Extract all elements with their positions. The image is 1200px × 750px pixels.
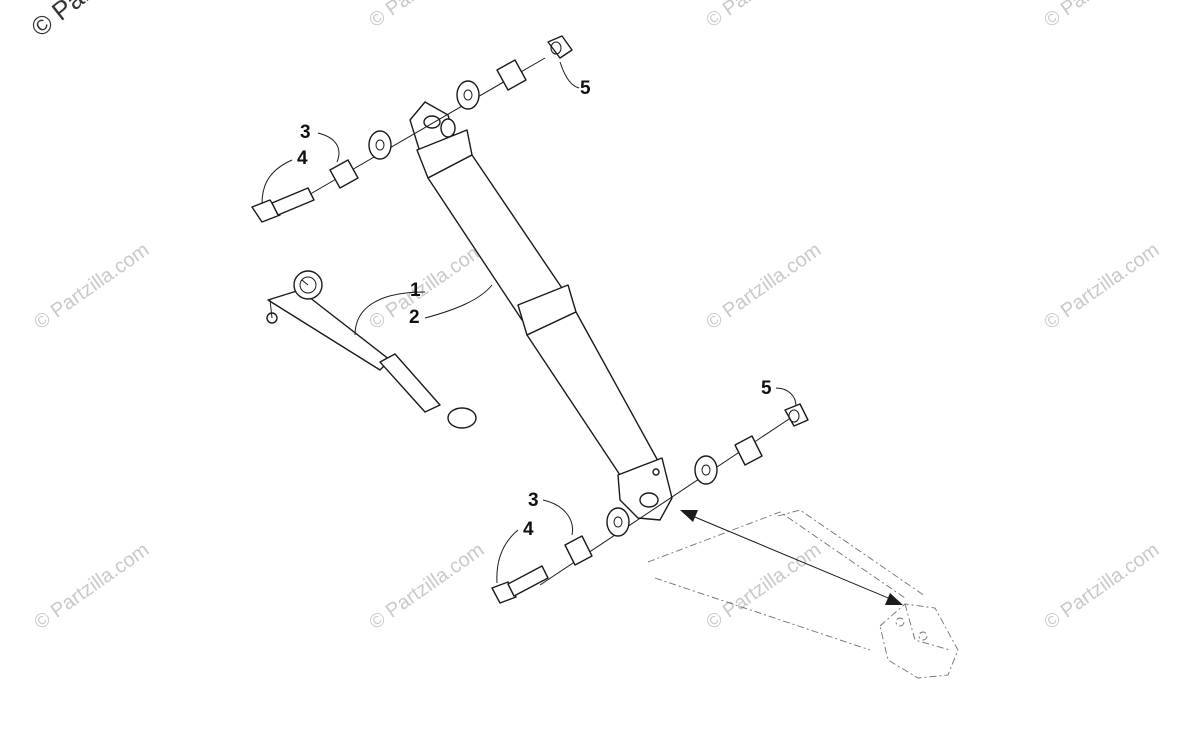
watermark: © Partzilla.com xyxy=(365,539,488,634)
watermark: © Partzilla.com xyxy=(702,0,825,32)
watermark: © Partzilla.com xyxy=(30,239,153,334)
callout-5-upper: 5 xyxy=(580,78,591,99)
lower-bushing-right xyxy=(694,455,718,485)
watermark: © Partzilla.com xyxy=(702,239,825,334)
watermark-layer: © Partzilla.com © Partzilla.com © Partzi… xyxy=(25,0,1163,634)
callout-5-lower: 5 xyxy=(761,378,772,399)
watermark: © Partzilla.com xyxy=(365,239,488,334)
lower-hardware xyxy=(491,403,809,604)
pump-handle xyxy=(447,407,477,429)
lower-bushing-left xyxy=(606,507,630,537)
lower-sleeve xyxy=(564,535,593,566)
lower-bolt xyxy=(491,565,549,604)
watermark: © Partzilla.com xyxy=(1040,0,1163,32)
upper-bolt xyxy=(251,187,315,223)
pressure-pump xyxy=(266,270,477,429)
callout-labels: 3 4 5 1 2 5 3 4 xyxy=(297,78,772,540)
upper-hardware xyxy=(251,35,573,223)
shock-absorber xyxy=(409,101,673,521)
watermark: © Partzilla.com xyxy=(365,0,488,32)
watermark: © Partzilla.com xyxy=(1040,539,1163,634)
a-arm-outline xyxy=(647,509,959,679)
lower-spacer xyxy=(734,435,763,466)
upper-spacer xyxy=(496,59,527,91)
watermark-corner: © Partzilla.com xyxy=(25,0,182,43)
callout-1: 1 xyxy=(410,280,421,301)
lower-cap xyxy=(784,403,809,427)
callout-4-upper: 4 xyxy=(297,148,308,169)
upper-bushing-right xyxy=(456,80,480,110)
callout-3-lower: 3 xyxy=(528,490,539,511)
watermark: © Partzilla.com xyxy=(30,539,153,634)
callout-4-lower: 4 xyxy=(523,519,534,540)
upper-sleeve xyxy=(329,159,359,189)
watermark: © Partzilla.com xyxy=(1040,239,1163,334)
upper-bushing-left xyxy=(368,130,392,160)
callout-leaders xyxy=(261,61,797,584)
watermark: © Partzilla.com xyxy=(702,539,825,634)
upper-cap xyxy=(547,35,573,59)
callout-2: 2 xyxy=(409,307,420,328)
callout-3-upper: 3 xyxy=(300,122,311,143)
mounting-arrow xyxy=(680,510,903,605)
